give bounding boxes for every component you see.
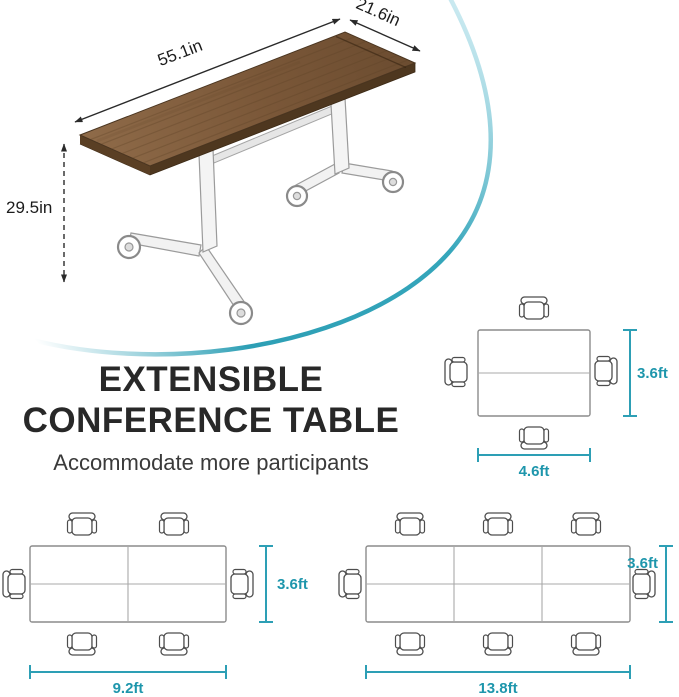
chair-icon (230, 568, 254, 600)
headline-subtitle: Accommodate more participants (53, 450, 369, 476)
dimension-label-depth: 21.6in (353, 0, 403, 30)
headline-line1: EXTENSIBLE (98, 360, 324, 399)
chair-icon (2, 568, 26, 600)
chair-icon (394, 512, 426, 536)
chair-icon (570, 512, 602, 536)
dimension-line-horizontal (29, 665, 227, 679)
dimension-label: 3.6ft (627, 555, 658, 572)
table-left-leg (116, 148, 254, 326)
teal-swoosh-arc (29, 0, 493, 357)
chair-icon (594, 355, 618, 387)
dimension-label: 3.6ft (637, 365, 668, 382)
caster-wheel-icon (116, 234, 142, 260)
chair-icon (444, 356, 468, 388)
dimension-label-width: 55.1in (155, 36, 205, 70)
caster-wheel-icon (285, 184, 309, 208)
dimension-label: 3.6ft (277, 576, 308, 593)
caster-wheel-icon (228, 300, 254, 326)
dimension-line-horizontal (365, 665, 631, 679)
caster-wheel-icon (381, 170, 405, 194)
table-top (78, 31, 417, 176)
layout-diagram-small: 3.6ft 4.6ft (444, 296, 668, 480)
headline-line2: CONFERENCE TABLE (22, 400, 400, 440)
headline-block: EXTENSIBLE CONFERENCE TABLE Accommodate … (0, 360, 422, 476)
dimension-label: 13.8ft (478, 680, 517, 697)
dimension-label: 4.6ft (519, 463, 550, 480)
dimension-line-vertical (259, 545, 273, 623)
dimension-label-height: 29.5in (6, 198, 52, 217)
chair-icon (66, 512, 98, 536)
table-illustration: 55.1in 21.6in 29.5in (6, 0, 421, 326)
table-right-leg (285, 97, 405, 208)
chair-icon (158, 512, 190, 536)
dimension-line-horizontal (477, 448, 591, 462)
chair-icon (158, 632, 190, 656)
chair-icon (482, 512, 514, 536)
dimension-label: 9.2ft (113, 680, 144, 697)
dimension-line-vertical (623, 329, 637, 417)
tabletop-seam (335, 35, 407, 69)
chair-icon (632, 568, 656, 600)
layout-diagram-large: 3.6ft 13.8ft (338, 512, 673, 697)
layout-diagram-medium: 3.6ft 9.2ft (2, 512, 308, 697)
dimension-line-vertical (659, 545, 673, 623)
chair-icon (66, 632, 98, 656)
chair-icon (518, 296, 550, 320)
chair-icon (570, 632, 602, 656)
dimension-height: 29.5in (6, 143, 67, 283)
chair-icon (338, 568, 362, 600)
chair-icon (482, 632, 514, 656)
chair-icon (394, 632, 426, 656)
chair-icon (518, 426, 550, 450)
